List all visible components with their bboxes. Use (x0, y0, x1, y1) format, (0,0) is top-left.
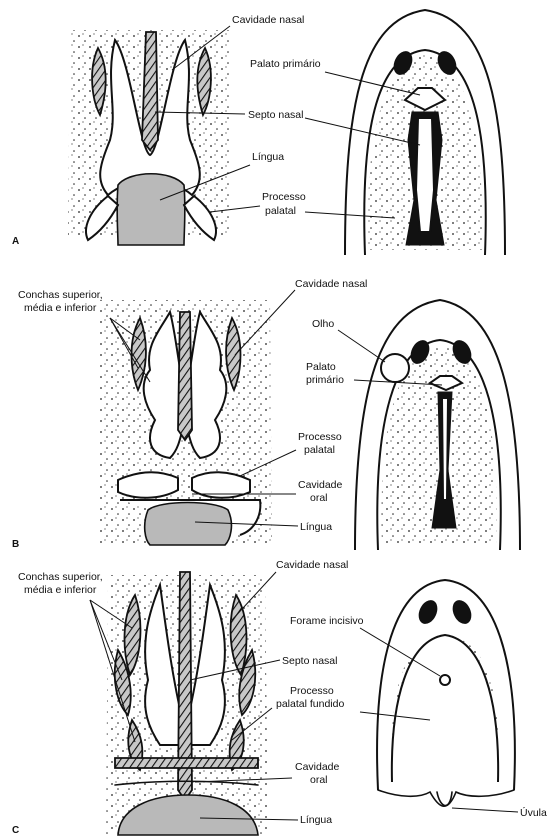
label-palato-b-line2: primário (306, 374, 344, 386)
panel-b: B Conchas superior, (12, 278, 520, 550)
label-conchas-c-line1: Conchas superior, (18, 571, 103, 583)
panel-b-septum-view (442, 398, 448, 500)
label-cavidade-oral-b-line1: Cavidade (298, 479, 343, 491)
panel-b-letter: B (12, 539, 19, 550)
label-palato-primario-a: Palato primário (250, 58, 321, 70)
label-conchas-c-line2: média e inferior (24, 584, 97, 596)
label-conchas-b-line2: média e inferior (24, 302, 97, 314)
panel-c: C Conchas s (12, 559, 547, 836)
panel-c-incisive-foramen (440, 675, 450, 685)
label-forame-incisivo-c: Forame incisivo (290, 615, 364, 627)
label-septo-nasal-a: Septo nasal (248, 109, 303, 121)
label-uvula-c: Úvula (520, 806, 547, 819)
label-processo-palatal-a-line2: palatal (265, 205, 296, 217)
panel-c-fused-palate (115, 758, 258, 768)
label-cavidade-nasal-c: Cavidade nasal (276, 559, 348, 571)
panel-a-palate-view (345, 10, 505, 255)
panel-a-tongue (117, 174, 185, 245)
label-cavidade-oral-c-line1: Cavidade (295, 761, 340, 773)
label-lingua-a: Língua (252, 151, 284, 163)
panel-b-tongue (145, 503, 232, 546)
label-processo-palatal-b-line1: Processo (298, 431, 342, 443)
label-olho-b: Olho (312, 318, 334, 330)
label-cavidade-oral-c-line2: oral (310, 774, 328, 786)
label-cavidade-oral-b-line2: oral (310, 492, 328, 504)
panel-b-eye-left (381, 354, 409, 382)
leader-uvula-c (452, 808, 518, 812)
panel-b-coronal-section (98, 300, 272, 545)
label-conchas-b-line1: Conchas superior, (18, 289, 103, 301)
panel-a-letter: A (12, 236, 19, 247)
panel-b-nasal-septum (178, 312, 192, 440)
label-processo-fundido-c-line2: palatal fundido (276, 698, 344, 710)
label-processo-palatal-b-line2: palatal (304, 444, 335, 456)
label-lingua-c: Língua (300, 814, 332, 826)
label-septo-nasal-c: Septo nasal (282, 655, 337, 667)
label-cavidade-nasal-b: Cavidade nasal (295, 278, 367, 290)
label-cavidade-nasal-a: Cavidade nasal (232, 14, 304, 26)
panel-b-palate-view (355, 300, 520, 550)
panel-c-palate-view (377, 580, 515, 806)
panel-c-letter: C (12, 825, 19, 836)
label-palato-b-line1: Palato (306, 361, 336, 373)
panel-c-soft-palate-edge (378, 790, 514, 806)
panel-c-coronal-section (106, 572, 268, 835)
leader-olho-b (338, 330, 385, 362)
panel-a-septum-view (416, 118, 434, 232)
panel-a: A Cavidade nasal Palato pr (12, 10, 505, 255)
label-lingua-b: Língua (300, 521, 332, 533)
label-processo-fundido-c-line1: Processo (290, 685, 334, 697)
panel-a-coronal-section (68, 30, 232, 245)
panel-b-left-palatal-process (118, 472, 178, 498)
label-processo-palatal-a-line1: Processo (262, 191, 306, 203)
